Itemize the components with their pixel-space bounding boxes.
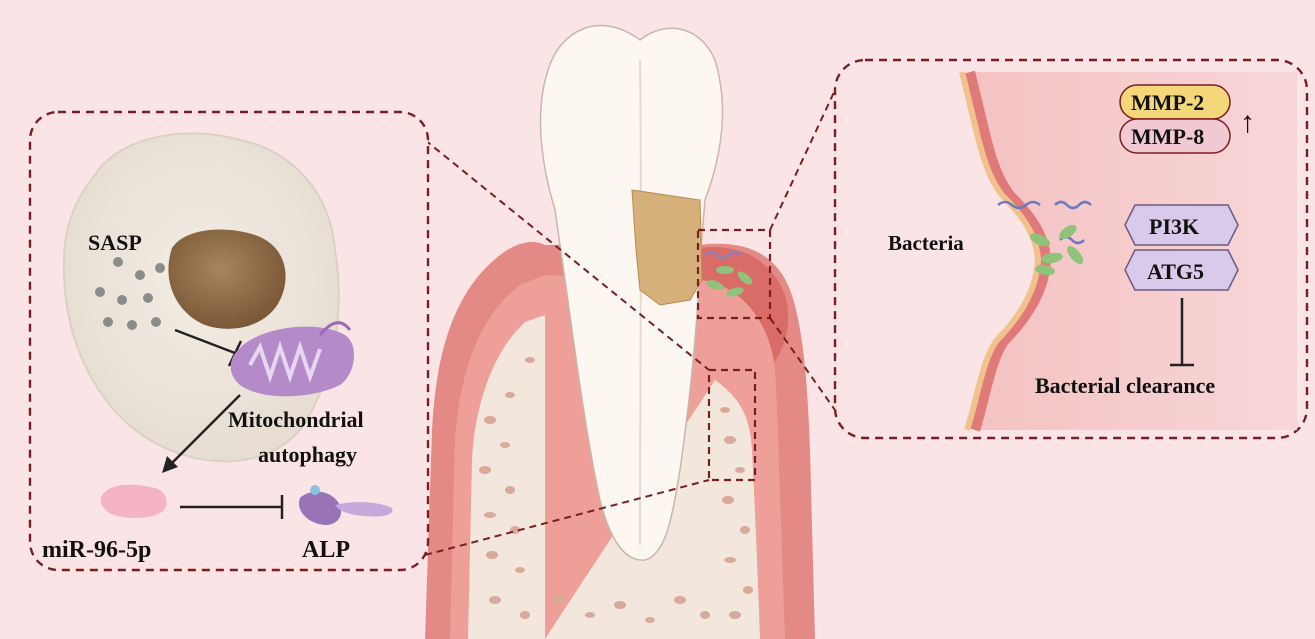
mitochondrial-label: Mitochondrial: [228, 407, 364, 432]
root-canal: [640, 60, 641, 545]
bacteria-label: Bacteria: [888, 231, 964, 255]
mmp2-label: MMP-2: [1131, 90, 1204, 115]
autophagy-label: autophagy: [258, 442, 357, 467]
atg5-label: ATG5: [1147, 259, 1204, 284]
sasp-label: SASP: [88, 230, 142, 255]
mirna-blob: [101, 485, 167, 518]
alp-label: ALP: [302, 537, 350, 563]
upregulation-arrow: ↑: [1240, 106, 1255, 139]
mmp8-label: MMP-8: [1131, 124, 1204, 149]
dental-calculus: [632, 190, 702, 305]
pi3k-label: PI3K: [1149, 214, 1199, 239]
clearance-label: Bacterial clearance: [1035, 373, 1215, 398]
mirna-label: miR-96-5p: [42, 537, 151, 563]
